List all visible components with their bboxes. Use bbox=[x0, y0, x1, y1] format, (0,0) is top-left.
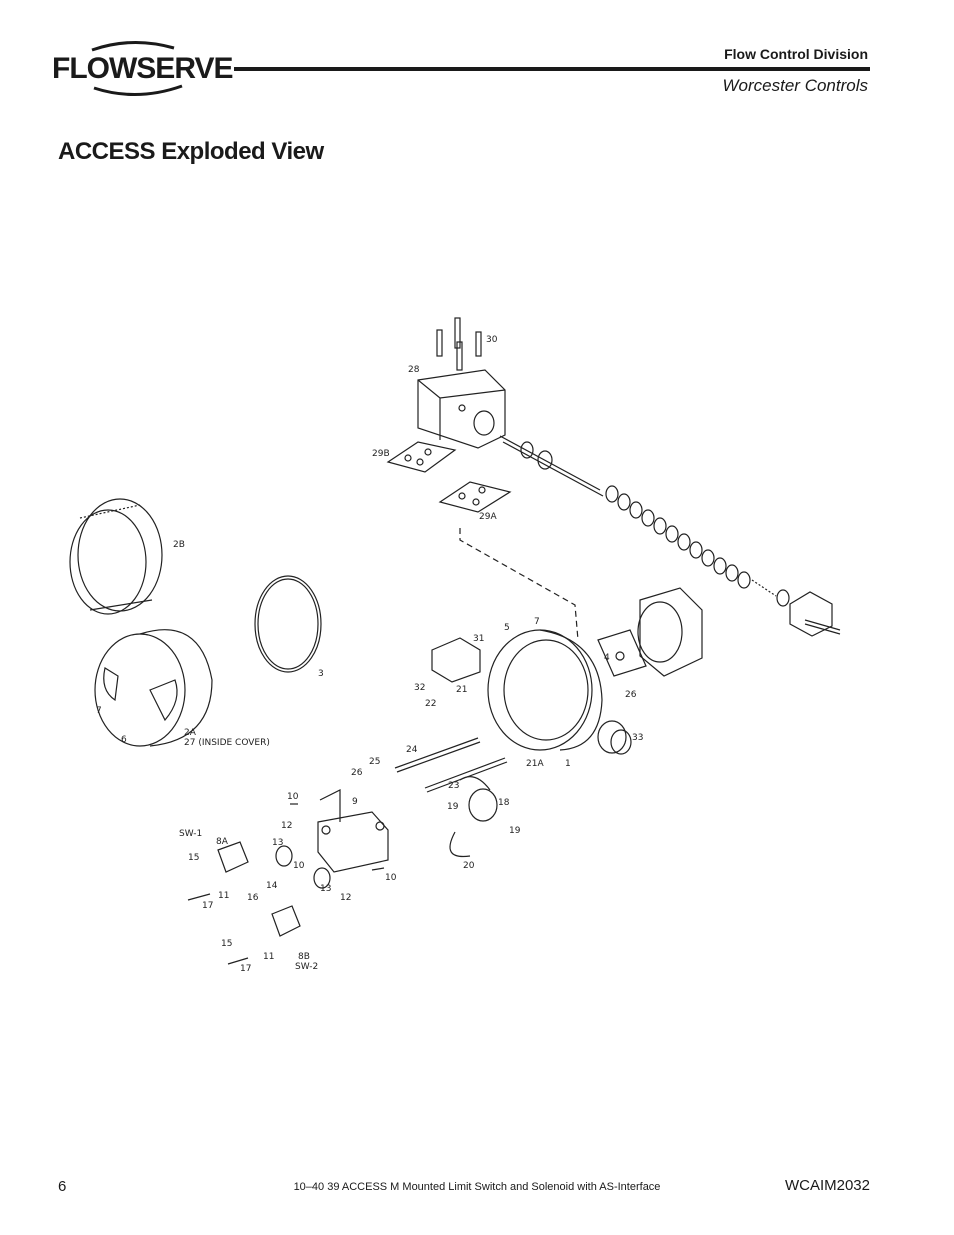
end-cap bbox=[789, 591, 841, 637]
label-32: 32 bbox=[414, 683, 425, 693]
label-10b: 10 bbox=[293, 861, 305, 871]
label-8b: 8B bbox=[298, 952, 310, 962]
label-18: 18 bbox=[498, 798, 510, 808]
label-28: 28 bbox=[408, 365, 420, 375]
screw-set-30 bbox=[436, 317, 482, 371]
switch-8b bbox=[271, 905, 301, 937]
shaft-23 bbox=[424, 757, 506, 789]
shaft-24 bbox=[394, 737, 479, 769]
screw-10b bbox=[371, 867, 385, 871]
header-rule bbox=[234, 67, 870, 71]
bracket-9 bbox=[317, 789, 389, 873]
division-label: Flow Control Division bbox=[724, 46, 868, 62]
label-21: 21 bbox=[456, 685, 467, 695]
cap-33 bbox=[610, 729, 632, 755]
spring-13b bbox=[313, 867, 331, 889]
label-20: 20 bbox=[463, 861, 475, 871]
page-title: ACCESS Exploded View bbox=[58, 138, 324, 165]
label-12b: 12 bbox=[340, 893, 351, 903]
label-10a: 10 bbox=[287, 792, 299, 802]
label-3: 3 bbox=[318, 669, 324, 679]
label-10c: 10 bbox=[385, 873, 397, 883]
label-2b: 2B bbox=[173, 540, 185, 550]
label-12a: 12 bbox=[281, 821, 292, 831]
flowserve-logo: FLOWSERVE bbox=[52, 38, 233, 100]
label-16: 16 bbox=[247, 893, 259, 903]
label-19a: 19 bbox=[447, 802, 459, 812]
label-30: 30 bbox=[486, 335, 498, 345]
logo-text: FLOWSERVE bbox=[52, 52, 233, 85]
label-11a: 11 bbox=[218, 891, 229, 901]
label-27: 27 (INSIDE COVER) bbox=[184, 738, 270, 748]
label-25: 25 bbox=[369, 757, 380, 767]
alignment-line bbox=[459, 528, 579, 641]
actuator-body bbox=[637, 587, 703, 677]
label-24: 24 bbox=[406, 745, 418, 755]
label-26a: 26 bbox=[625, 690, 637, 700]
label-7a: 7 bbox=[96, 706, 102, 716]
o-ring-3 bbox=[254, 575, 322, 673]
label-29a: 29A bbox=[479, 512, 497, 522]
logo-swoosh-icon bbox=[91, 41, 183, 96]
cover-2b bbox=[69, 498, 163, 615]
label-7b: 7 bbox=[534, 617, 540, 627]
solenoid-block-28 bbox=[417, 369, 506, 449]
label-13a: 13 bbox=[272, 838, 283, 848]
terminal-block-31 bbox=[431, 637, 481, 683]
label-4: 4 bbox=[604, 653, 610, 663]
label-6: 6 bbox=[121, 735, 127, 745]
label-17a: 17 bbox=[202, 901, 213, 911]
label-31: 31 bbox=[473, 634, 484, 644]
cover-2a bbox=[94, 629, 213, 747]
label-15b: 15 bbox=[221, 939, 232, 949]
label-8a: 8A bbox=[216, 837, 229, 847]
label-13b: 13 bbox=[320, 884, 331, 894]
label-21a: 21A bbox=[526, 759, 544, 769]
label-sw1: SW-1 bbox=[179, 829, 202, 839]
label-17b: 17 bbox=[240, 964, 251, 974]
document-code: WCAIM2032 bbox=[784, 1177, 870, 1194]
label-9: 9 bbox=[352, 797, 358, 807]
brand-label: Worcester Controls bbox=[722, 76, 868, 95]
switch-8a bbox=[217, 841, 249, 873]
label-23: 23 bbox=[448, 781, 459, 791]
label-5: 5 bbox=[504, 623, 510, 633]
label-29b: 29B bbox=[372, 449, 390, 459]
housing-1 bbox=[487, 629, 627, 754]
label-19b: 19 bbox=[509, 826, 521, 836]
spool-assembly bbox=[499, 435, 790, 607]
gasket-29b bbox=[386, 441, 457, 473]
spring-13a bbox=[275, 845, 293, 867]
label-33: 33 bbox=[632, 733, 643, 743]
label-14: 14 bbox=[266, 881, 278, 891]
solenoid-coil-18 bbox=[449, 776, 498, 858]
label-1: 1 bbox=[565, 759, 571, 769]
label-sw2: SW-2 bbox=[295, 962, 318, 972]
label-22: 22 bbox=[425, 699, 436, 709]
gasket-29a bbox=[438, 481, 512, 513]
o-ring-3-inner bbox=[257, 578, 319, 670]
label-11b: 11 bbox=[263, 952, 274, 962]
mounting-plate-4 bbox=[597, 629, 647, 677]
document-title: 10–40 39 ACCESS M Mounted Limit Switch a… bbox=[293, 1181, 661, 1193]
screw-17b bbox=[227, 957, 249, 965]
screw-17a bbox=[187, 893, 211, 901]
label-26b: 26 bbox=[351, 768, 363, 778]
page-number: 6 bbox=[58, 1178, 67, 1195]
part-labels: 30 28 29B 29A 2B 3 2A 27 (INSIDE COVER) … bbox=[96, 335, 643, 974]
label-2a: 2A bbox=[184, 728, 197, 738]
label-15a: 15 bbox=[188, 853, 199, 863]
